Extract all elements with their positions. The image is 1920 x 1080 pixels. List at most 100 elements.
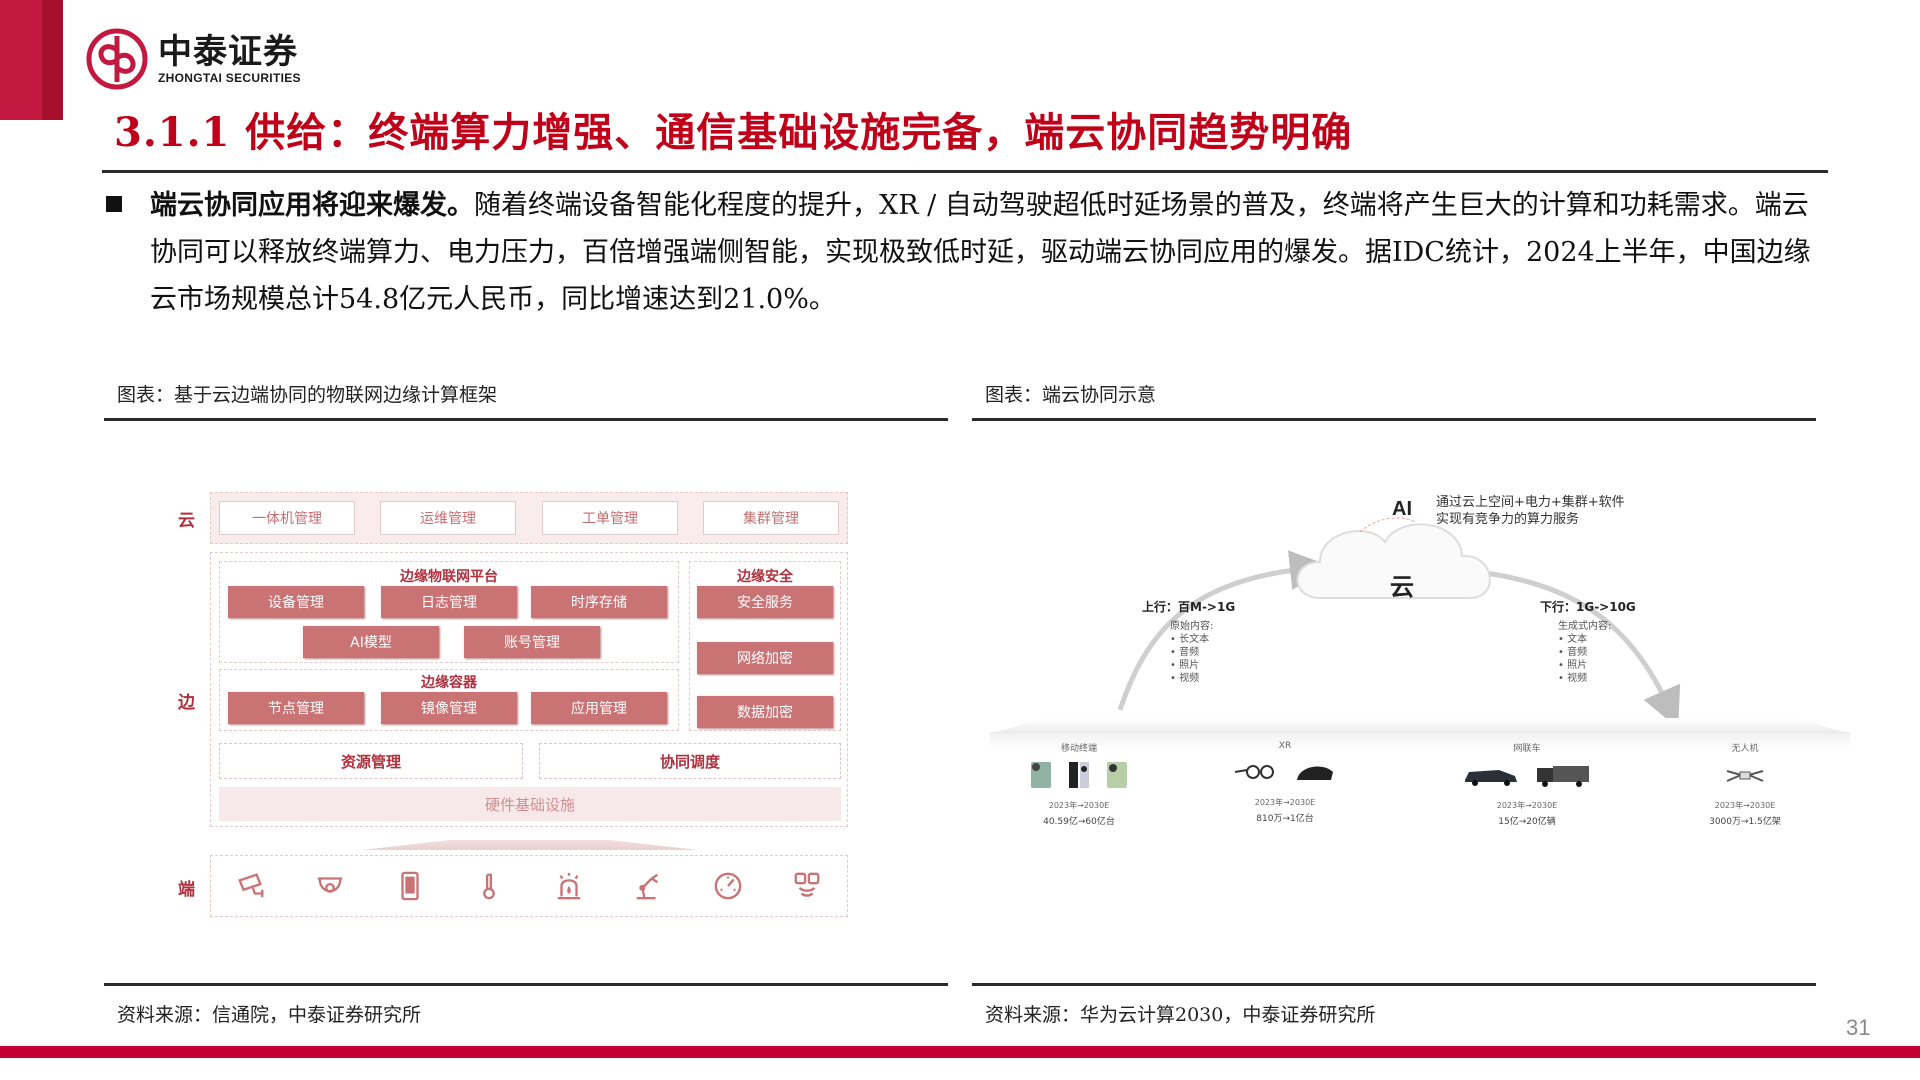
- device-strip-top: [990, 718, 1850, 734]
- iot-platform-item: 账号管理: [464, 626, 600, 658]
- device-group-connected-vehicle: 网联车 2023年→2030E 15亿→20亿辆: [1452, 741, 1602, 827]
- iot-platform-item: AI模型: [303, 626, 439, 658]
- uplink-item: 照片: [1179, 660, 1200, 671]
- tier-label-device: 端: [178, 880, 195, 900]
- downlink-content-list: 生成式内容: • 文本 • 音频 • 照片 • 视频: [1558, 621, 1612, 684]
- uplink-content-title: 原始内容:: [1170, 621, 1214, 632]
- device-cloud-collab-diagram: AI 通过云上空间+电力+集群+软件 实现有竞争力的算力服务 云 上行：百M->…: [990, 470, 1850, 850]
- hardware-infrastructure-box: 硬件基础设施: [219, 787, 841, 821]
- downlink-item: 音频: [1567, 647, 1588, 658]
- figure-right-top-rule: [972, 418, 1816, 421]
- car-icon: [1465, 770, 1517, 786]
- edge-security-item: 安全服务: [697, 586, 833, 618]
- iot-platform-item: 时序存储: [531, 586, 667, 618]
- gauge-icon: [714, 872, 742, 900]
- bullet-lead: 端云协同应用将迎来爆发。: [150, 190, 474, 221]
- coordination-box: 协同调度: [539, 743, 841, 779]
- tablet-icon: [401, 871, 419, 901]
- device-strip: 移动终端 2023年→2030E 40.59亿→60亿台 XR 2023年→20…: [990, 732, 1850, 830]
- uplink-item: 长文本: [1179, 634, 1210, 645]
- ar-glasses-icon: [1234, 765, 1274, 779]
- downlink-item: 视频: [1567, 673, 1588, 684]
- device-group-mobile: 移动终端 2023年→2030E 40.59亿→60亿台: [1004, 741, 1154, 827]
- figure-right-source: 资料来源：华为云计算2030，中泰证券研究所: [985, 1004, 1376, 1026]
- device-years: 2023年→2030E: [1496, 801, 1558, 810]
- phone-back-icon: [1107, 762, 1127, 788]
- company-logo: 中泰证券 ZHONGTAI SECURITIES: [86, 28, 301, 90]
- edge-container-item: 应用管理: [531, 692, 667, 724]
- device-name: XR: [1278, 741, 1292, 751]
- device-years: 2023年→2030E: [1048, 801, 1110, 810]
- cloud-item: 运维管理: [380, 501, 516, 535]
- cloud-icon: [1296, 517, 1491, 599]
- figure-left-caption: 图表：基于云边端协同的物联网边缘计算框架: [117, 384, 498, 406]
- smart-sensor-icon: [794, 872, 820, 897]
- device-value: 3000万→1.5亿架: [1709, 817, 1781, 827]
- footer-accent-bar: [0, 1046, 1920, 1058]
- resource-management-box: 资源管理: [219, 743, 523, 779]
- cloud-item: 一体机管理: [219, 501, 355, 535]
- ai-description: 通过云上空间+电力+集群+软件 实现有竞争力的算力服务: [1436, 494, 1625, 528]
- iot-platform-panel: 边缘物联网平台 设备管理 日志管理 时序存储 AI模型 账号管理: [219, 561, 679, 663]
- device-value: 15亿→20亿辆: [1498, 817, 1556, 827]
- tier-label-cloud: 云: [178, 511, 195, 531]
- device-tier-band: [210, 855, 848, 917]
- thermometer-icon: [483, 873, 496, 900]
- ai-label: AI: [1392, 498, 1412, 520]
- device-name: 移动终端: [1060, 744, 1097, 754]
- edge-container-title: 边缘容器: [421, 675, 477, 691]
- surveillance-camera-icon: [237, 873, 264, 898]
- downlink-item: 文本: [1567, 634, 1588, 645]
- ai-desc-line: 通过云上空间+电力+集群+软件: [1436, 495, 1625, 510]
- downlink-label: 下行：1G->10G: [1540, 600, 1636, 614]
- uplink-item: 音频: [1179, 647, 1200, 658]
- tier-label-edge: 边: [178, 693, 195, 713]
- ai-desc-line: 实现有竞争力的算力服务: [1436, 512, 1580, 527]
- device-years: 2023年→2030E: [1714, 801, 1776, 810]
- figure-left-top-rule: [104, 418, 948, 421]
- bullet-paragraph: 端云协同应用将迎来爆发。随着终端设备智能化程度的提升，XR / 自动驾驶超低时延…: [106, 182, 1826, 323]
- page-title: 3.1.1 供给：终端算力增强、通信基础设施完备，端云协同趋势明确: [114, 109, 1353, 156]
- downlink-item: 照片: [1567, 660, 1588, 671]
- uplink-item: 视频: [1179, 673, 1200, 684]
- iot-platform-item: 日志管理: [381, 586, 517, 618]
- iot-edge-framework-diagram: 云 边 端 一体机管理 运维管理 工单管理 集群管理 边缘物联网平台 设备管理 …: [150, 480, 850, 930]
- logo-name-en: ZHONGTAI SECURITIES: [158, 71, 301, 85]
- iot-platform-item: 设备管理: [228, 586, 364, 618]
- edge-container-item: 节点管理: [228, 692, 364, 724]
- device-value: 40.59亿→60亿台: [1043, 817, 1115, 827]
- logo-name-cn: 中泰证券: [158, 32, 298, 72]
- zhongtai-logo-icon: [86, 28, 148, 90]
- device-group-xr: XR 2023年→2030E 810万→1亿台: [1210, 741, 1360, 824]
- cloud-item: 集群管理: [703, 501, 839, 535]
- cloud-label: 云: [1390, 573, 1414, 601]
- connector-shape: [362, 840, 698, 850]
- dome-camera-icon: [318, 877, 343, 893]
- figure-right-bottom-rule: [972, 983, 1816, 986]
- device-value: 810万→1亿台: [1256, 814, 1314, 824]
- robot-arm-icon: [637, 873, 659, 900]
- phone-icon: [1031, 762, 1051, 788]
- device-name: 无人机: [1731, 744, 1759, 754]
- edge-container-item: 镜像管理: [381, 692, 517, 724]
- edge-security-item: 网络加密: [697, 642, 833, 674]
- alarm-siren-icon: [557, 872, 580, 900]
- vr-headset-icon: [1297, 766, 1333, 780]
- title-divider: [102, 170, 1828, 173]
- bullet-square-icon: [106, 196, 122, 212]
- foldable-phone-icon: [1069, 762, 1089, 788]
- drone-icon: [1726, 770, 1764, 782]
- figure-left-source: 资料来源：信通院，中泰证券研究所: [117, 1004, 422, 1026]
- iot-platform-title: 边缘物联网平台: [400, 569, 498, 585]
- device-years: 2023年→2030E: [1254, 798, 1316, 807]
- edge-tier-band: 边缘物联网平台 设备管理 日志管理 时序存储 AI模型 账号管理 边缘安全 安全…: [210, 552, 848, 827]
- bullet-body: 随着终端设备智能化程度的提升，XR / 自动驾驶超低时延场景的普及，终端将产生巨…: [150, 190, 1811, 315]
- edge-security-panel: 边缘安全 安全服务 网络加密 数据加密: [689, 561, 841, 731]
- flow-arrows: [1117, 517, 1681, 729]
- figure-right-caption: 图表：端云协同示意: [985, 384, 1157, 406]
- cloud-tier-band: 一体机管理 运维管理 工单管理 集群管理: [210, 492, 848, 544]
- edge-security-title: 边缘安全: [737, 569, 793, 585]
- truck-icon: [1537, 766, 1589, 787]
- downlink-content-title: 生成式内容:: [1558, 621, 1612, 632]
- figure-left-bottom-rule: [104, 983, 948, 986]
